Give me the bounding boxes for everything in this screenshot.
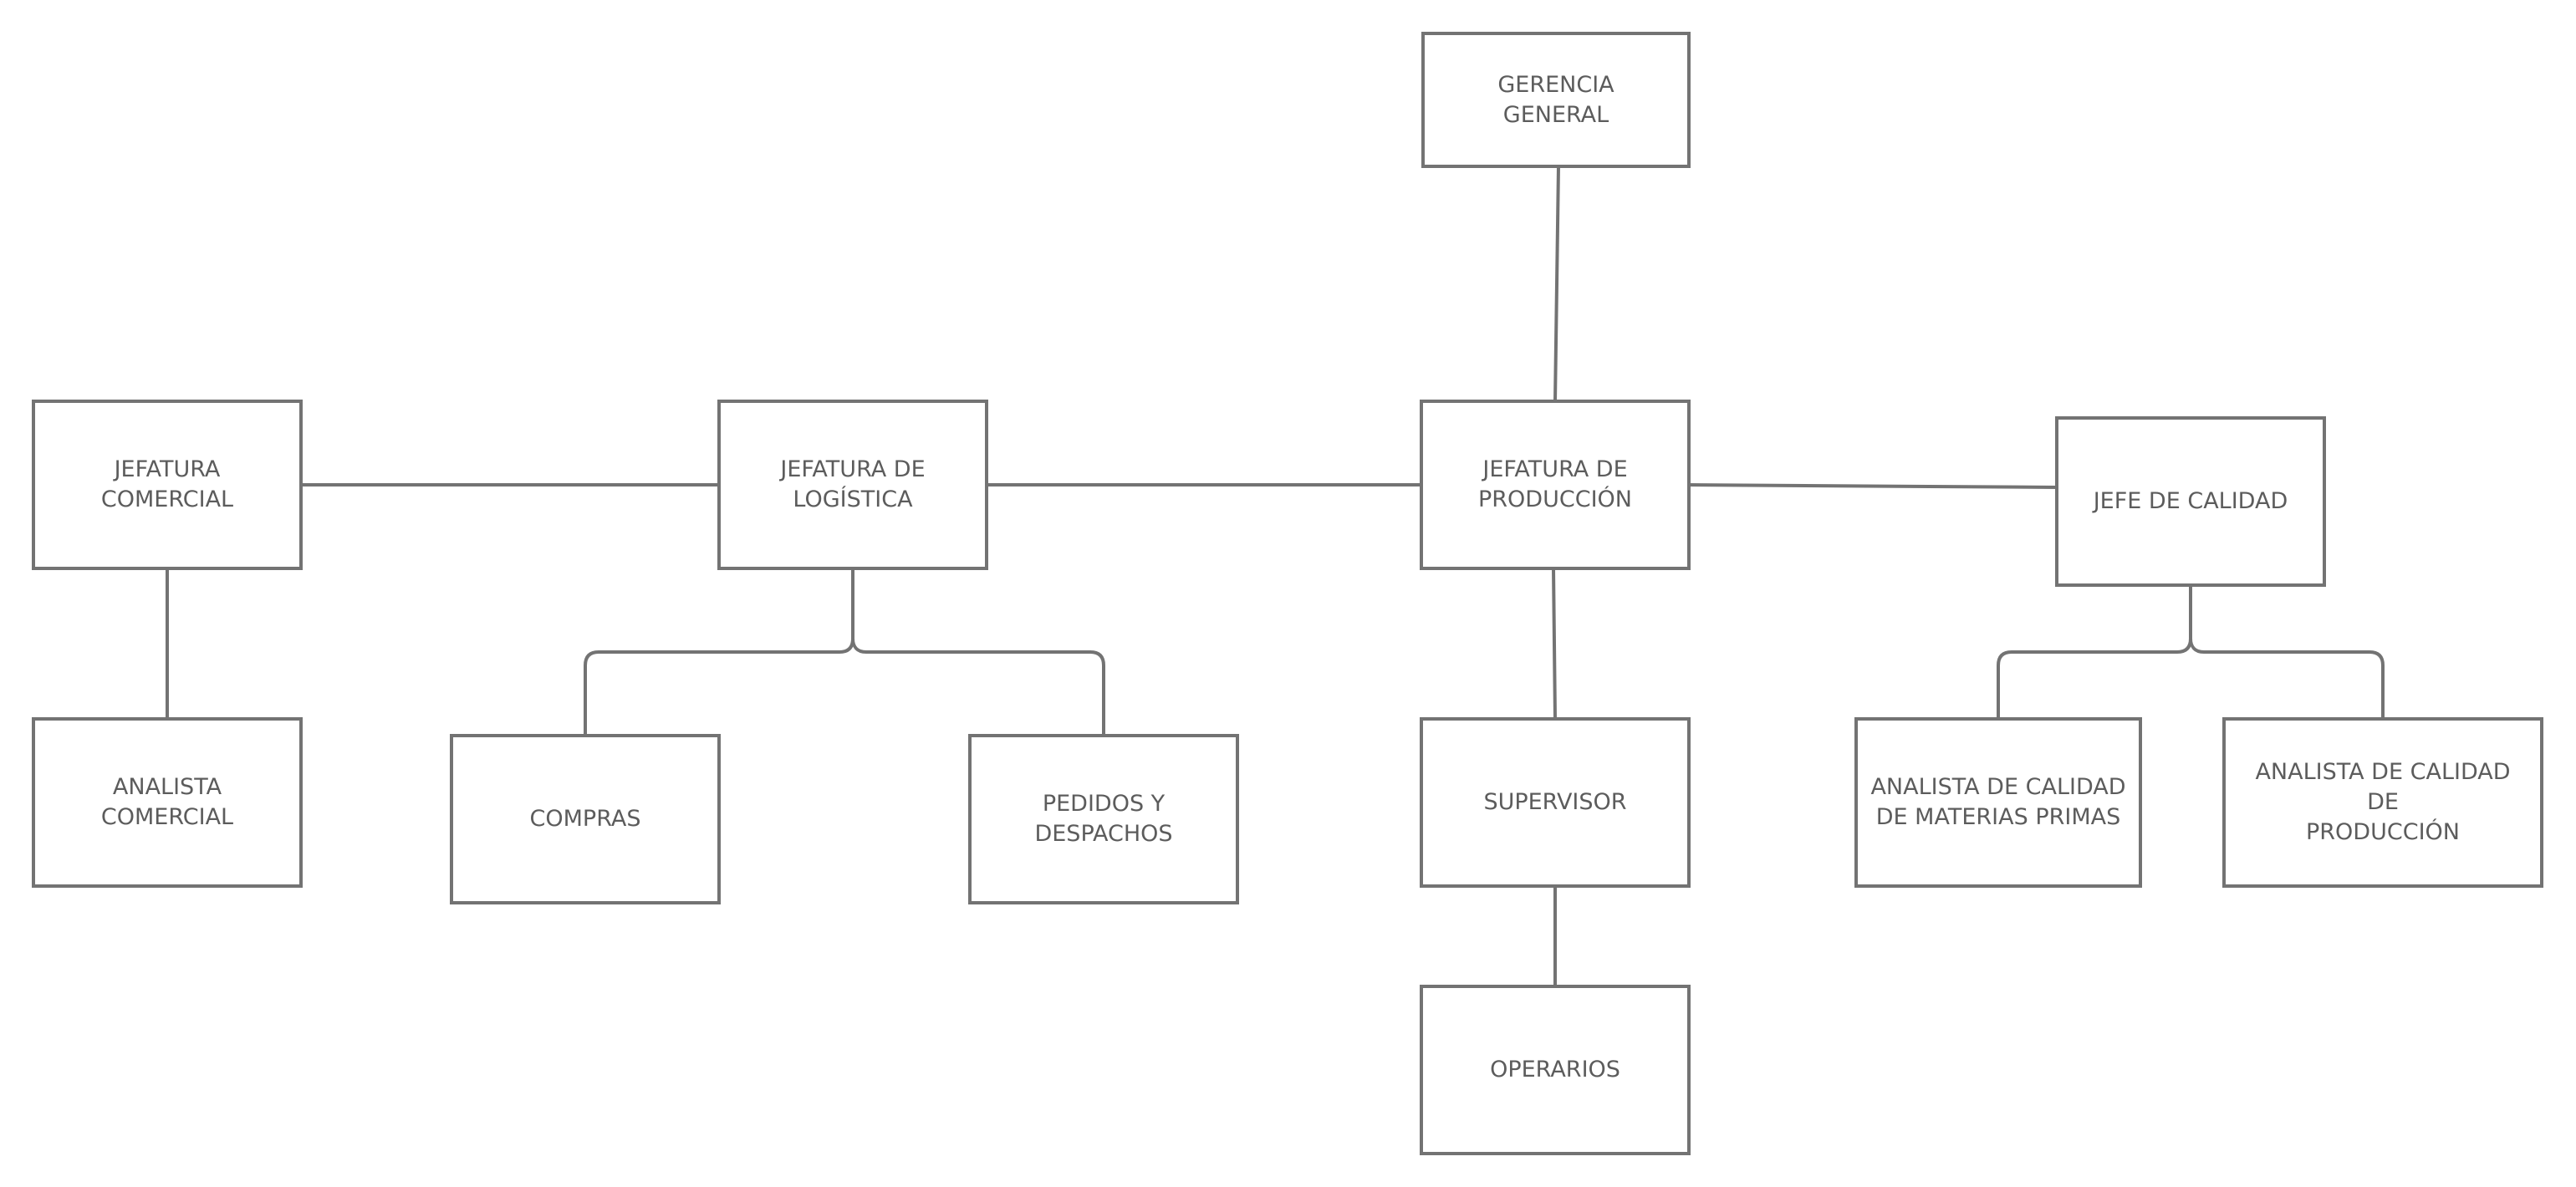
- node-pedidos-despachos[interactable]: PEDIDOS Y DESPACHOS: [968, 734, 1239, 904]
- connector-logistica-to-compras: [584, 567, 854, 737]
- node-label: ANALISTA COMERCIAL: [100, 774, 234, 830]
- node-gerencia-general[interactable]: GERENCIA GENERAL: [1421, 32, 1691, 168]
- connector-calidad-to-analista-mp: [1997, 583, 2192, 721]
- node-supervisor[interactable]: SUPERVISOR: [1420, 717, 1691, 888]
- node-analista-calidad-produccion[interactable]: ANALISTA DE CALIDAD DE PRODUCCIÓN: [2222, 717, 2543, 888]
- node-jefatura-comercial[interactable]: JEFATURA COMERCIAL: [32, 400, 303, 570]
- node-label: GERENCIA GENERAL: [1497, 71, 1614, 128]
- node-label: JEFATURA COMERCIAL: [100, 456, 234, 512]
- node-label: JEFATURA DE PRODUCCIÓN: [1478, 456, 1632, 512]
- node-label: JEFE DE CALIDAD: [2093, 488, 2288, 514]
- node-analista-calidad-materias-primas[interactable]: ANALISTA DE CALIDAD DE MATERIAS PRIMAS: [1854, 717, 2142, 888]
- connector-gerencia-to-produccion: [1553, 164, 1561, 405]
- node-label: JEFATURA DE LOGÍSTICA: [780, 456, 926, 512]
- node-compras[interactable]: COMPRAS: [450, 734, 721, 904]
- node-label: ANALISTA DE CALIDAD DE MATERIAS PRIMAS: [1870, 774, 2126, 830]
- node-jefatura-produccion[interactable]: JEFATURA DE PRODUCCIÓN: [1420, 400, 1691, 570]
- node-jefe-calidad[interactable]: JEFE DE CALIDAD: [2055, 416, 2326, 587]
- connector-calidad-to-analista-prod: [2188, 636, 2385, 721]
- node-operarios[interactable]: OPERARIOS: [1420, 985, 1691, 1155]
- node-label: SUPERVISOR: [1483, 789, 1627, 815]
- node-label: PEDIDOS Y DESPACHOS: [1034, 791, 1173, 847]
- node-label: ANALISTA DE CALIDAD DE PRODUCCIÓN: [2255, 759, 2511, 845]
- connector-logistica-to-pedidos: [850, 636, 1105, 737]
- node-jefatura-logistica[interactable]: JEFATURA DE LOGÍSTICA: [717, 400, 988, 570]
- node-analista-comercial[interactable]: ANALISTA COMERCIAL: [32, 717, 303, 888]
- connector-produccion-to-calidad: [1686, 482, 2059, 490]
- node-label: OPERARIOS: [1490, 1057, 1620, 1083]
- node-label: COMPRAS: [529, 806, 641, 832]
- connector-produccion-to-supervisor: [1551, 566, 1558, 721]
